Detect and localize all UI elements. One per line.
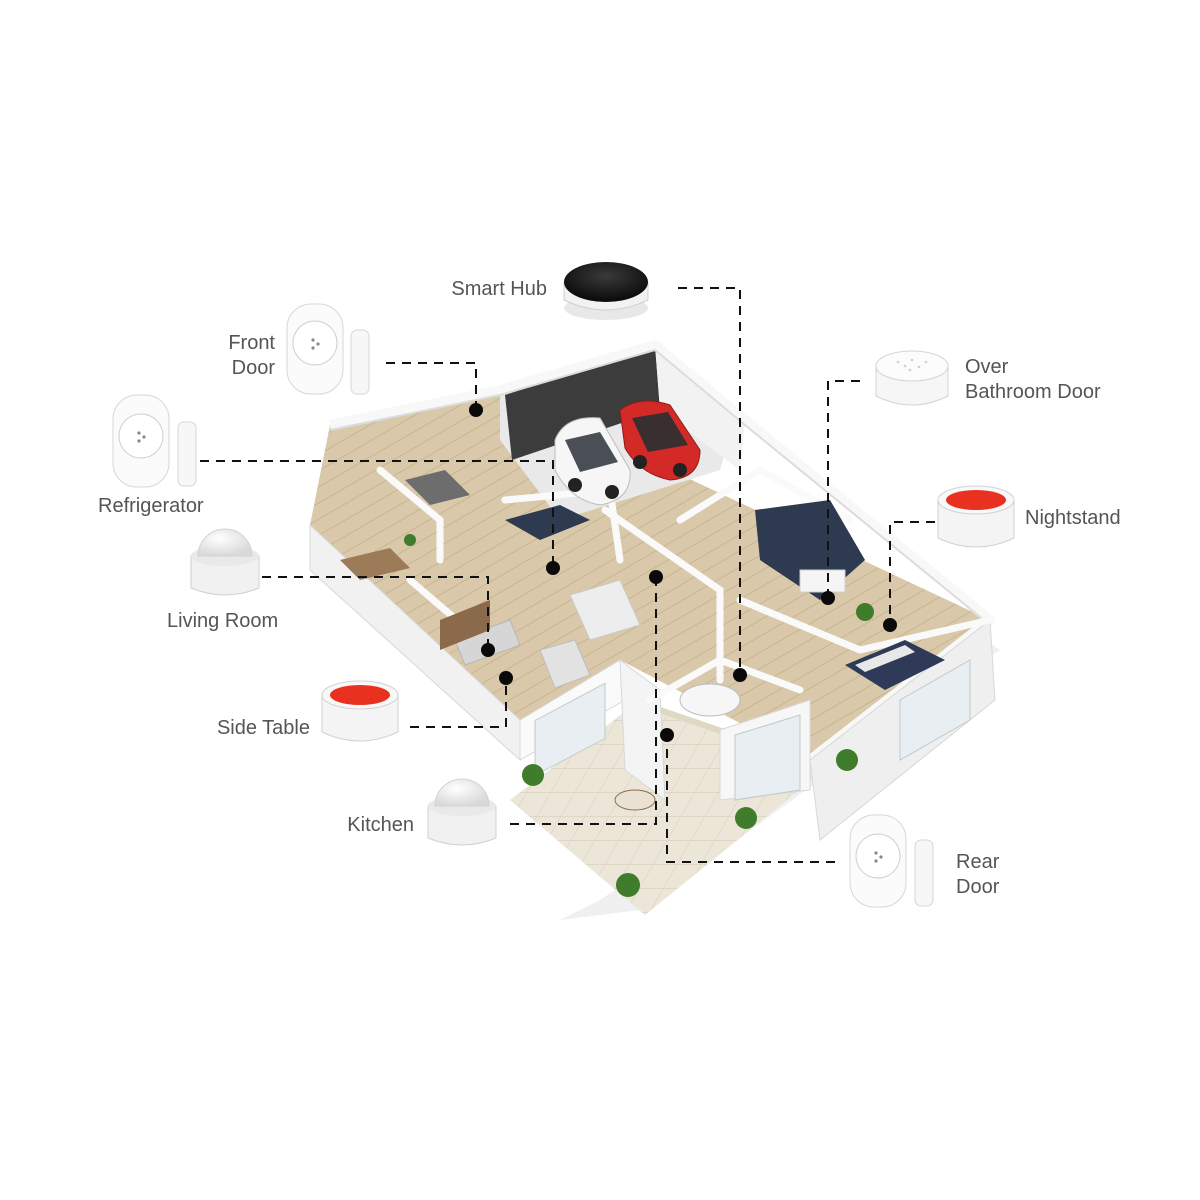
bed-right (845, 640, 945, 690)
connector-kitchen (510, 578, 657, 825)
dot-front-door (469, 403, 483, 417)
label-over-bathroom-door: Over Bathroom Door (965, 356, 1101, 403)
connector-smart-hub (678, 287, 741, 680)
alarm-button-icon (937, 485, 1015, 548)
connector-side-table (410, 678, 507, 728)
dot-rear-door (660, 728, 674, 742)
smoke-sensor-icon (875, 350, 949, 406)
contact-sensor-icon (849, 814, 934, 908)
connector-nightstand (889, 521, 935, 625)
dot-kitchen (649, 570, 663, 584)
garage-back-wall (505, 345, 660, 460)
label-living-room: Living Room (167, 610, 279, 632)
sensor-dots (469, 403, 897, 742)
plants (404, 534, 874, 897)
connector-lines (200, 287, 935, 863)
kitchen-island (569, 579, 641, 641)
dot-smart-hub (733, 668, 747, 682)
label-front-door: Front Door (228, 332, 275, 379)
contact-sensor-icon (112, 394, 197, 488)
white-car (554, 417, 631, 506)
dot-nightstand (883, 618, 897, 632)
connector-over-bathroom-door (827, 380, 860, 598)
dining-table (679, 683, 741, 717)
dot-living-room (481, 643, 495, 657)
label-kitchen: Kitchen (347, 814, 414, 836)
desk (340, 548, 410, 580)
patio-table (614, 789, 656, 811)
dot-side-table (499, 671, 513, 685)
motion-sensor-icon (190, 528, 260, 596)
connector-refrigerator (200, 460, 554, 568)
hub-icon (563, 262, 649, 320)
label-rear-door: Rear Door (956, 851, 1000, 898)
label-nightstand: Nightstand (1025, 507, 1121, 529)
label-side-table: Side Table (216, 717, 310, 739)
label-refrigerator: Refrigerator (98, 495, 204, 517)
label-smart-hub: Smart Hub (451, 278, 547, 300)
bookshelf (440, 600, 490, 650)
glass-doors (534, 659, 971, 801)
bed-top (405, 470, 470, 505)
alarm-button-icon (321, 680, 399, 742)
connector-living-room (262, 576, 489, 650)
red-car (619, 400, 701, 481)
motion-sensor-icon (427, 778, 497, 846)
bathroom-left (505, 505, 590, 540)
connector-rear-door (666, 735, 835, 863)
contact-sensor-icon (286, 303, 370, 395)
dot-over-bathroom-door (821, 591, 835, 605)
dot-refrigerator (546, 561, 560, 575)
